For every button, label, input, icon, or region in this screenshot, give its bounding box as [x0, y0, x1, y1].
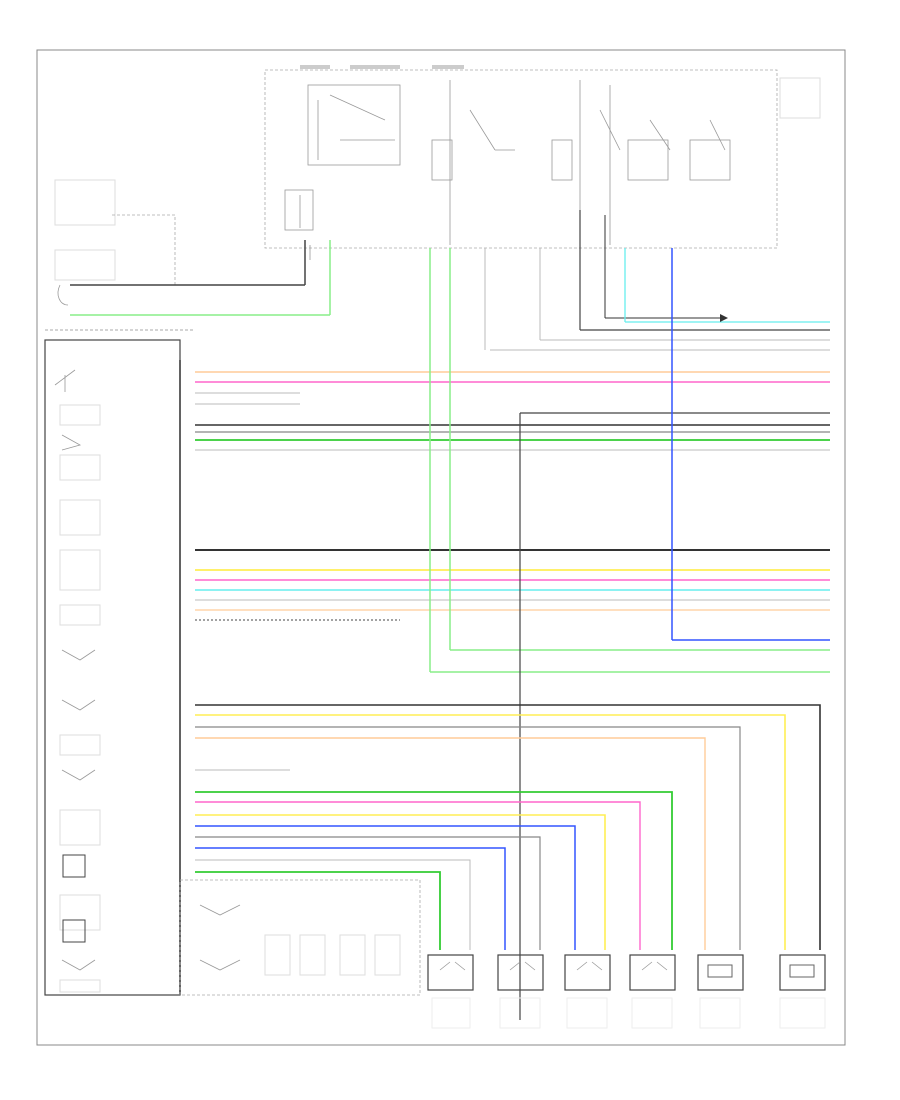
component-box-5	[697, 954, 744, 991]
diagram-frame	[36, 49, 846, 1046]
component-box-3	[564, 954, 611, 991]
control-module	[44, 339, 181, 996]
wires-lower	[195, 704, 821, 950]
fuse-labels	[300, 65, 821, 119]
wires-vertical	[429, 210, 673, 1020]
component-box-6	[779, 954, 826, 991]
bottom-components	[427, 954, 826, 1029]
component-box-1	[427, 954, 474, 991]
wires-middle	[195, 549, 830, 673]
component-box-2	[497, 954, 544, 991]
left-sensor	[54, 179, 331, 316]
bottom-switches	[179, 879, 421, 996]
component-box-4	[629, 954, 676, 991]
module-switches	[54, 369, 101, 993]
fuse-block	[264, 65, 821, 260]
wires-upper	[195, 314, 830, 451]
